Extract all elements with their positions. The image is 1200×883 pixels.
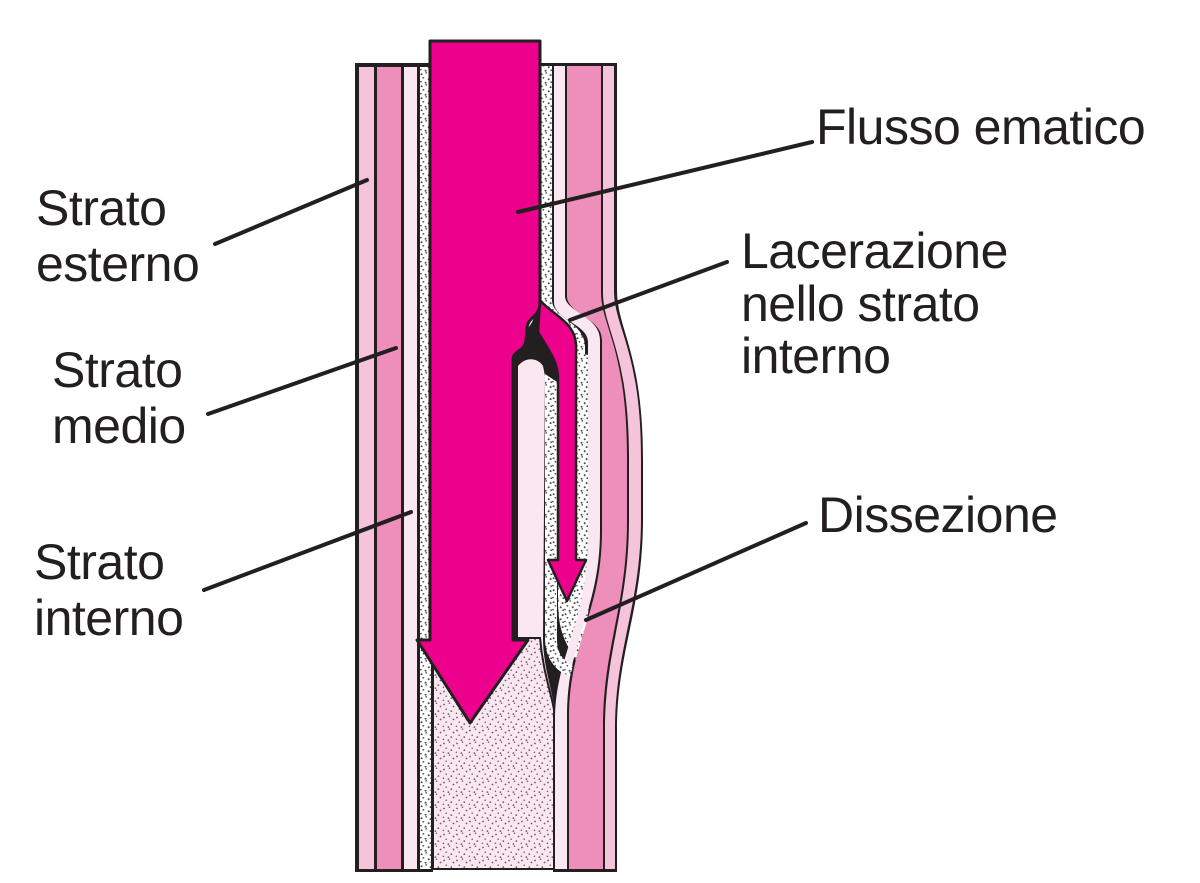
label-strato-medio: Strato medio <box>52 342 186 454</box>
blood-flow-arrow <box>415 39 542 725</box>
label-strato-interno-line2: interno <box>34 590 184 646</box>
middle-layer-left <box>377 67 401 869</box>
outer-layer-right <box>603 66 641 869</box>
inner-lining-left <box>404 67 417 869</box>
leader-line-flusso-ematico <box>516 140 814 214</box>
middle-layer-right <box>567 66 627 869</box>
label-strato-medio-line1: Strato <box>52 342 183 398</box>
label-flusso-ematico-line1: Flusso ematico <box>816 99 1146 155</box>
label-lacerazione-line3: interno <box>741 328 891 384</box>
label-lacerazione-line1: Lacerazione <box>741 223 1008 279</box>
leader-line-strato-interno <box>202 510 413 592</box>
label-strato-esterno-line1: Strato <box>36 180 167 236</box>
leader-line-dissezione <box>584 521 808 622</box>
intima-flap-lining <box>518 359 554 728</box>
label-strato-interno: Strato interno <box>34 534 184 646</box>
intima-flap-stipple <box>545 374 573 676</box>
label-strato-esterno-line2: esterno <box>36 236 200 292</box>
leader-line-lacerazione <box>568 260 729 322</box>
label-flusso-ematico: Flusso ematico <box>816 99 1146 155</box>
label-dissezione: Dissezione <box>818 487 1058 543</box>
label-strato-esterno: Strato esterno <box>36 180 200 292</box>
label-lacerazione-line2: nello strato <box>741 275 980 332</box>
label-dissezione-line1: Dissezione <box>818 487 1058 543</box>
dissection-flow-arrow <box>536 298 588 603</box>
label-strato-interno-line1: Strato <box>34 534 165 590</box>
leader-line-strato-esterno <box>213 178 369 246</box>
label-strato-medio-line2: medio <box>52 398 186 454</box>
leader-line-strato-medio <box>206 346 398 416</box>
label-lacerazione: Lacerazione nello strato interno <box>741 225 1008 383</box>
inner-layer-left-stipple <box>420 67 431 869</box>
outer-layer-left <box>359 67 374 869</box>
